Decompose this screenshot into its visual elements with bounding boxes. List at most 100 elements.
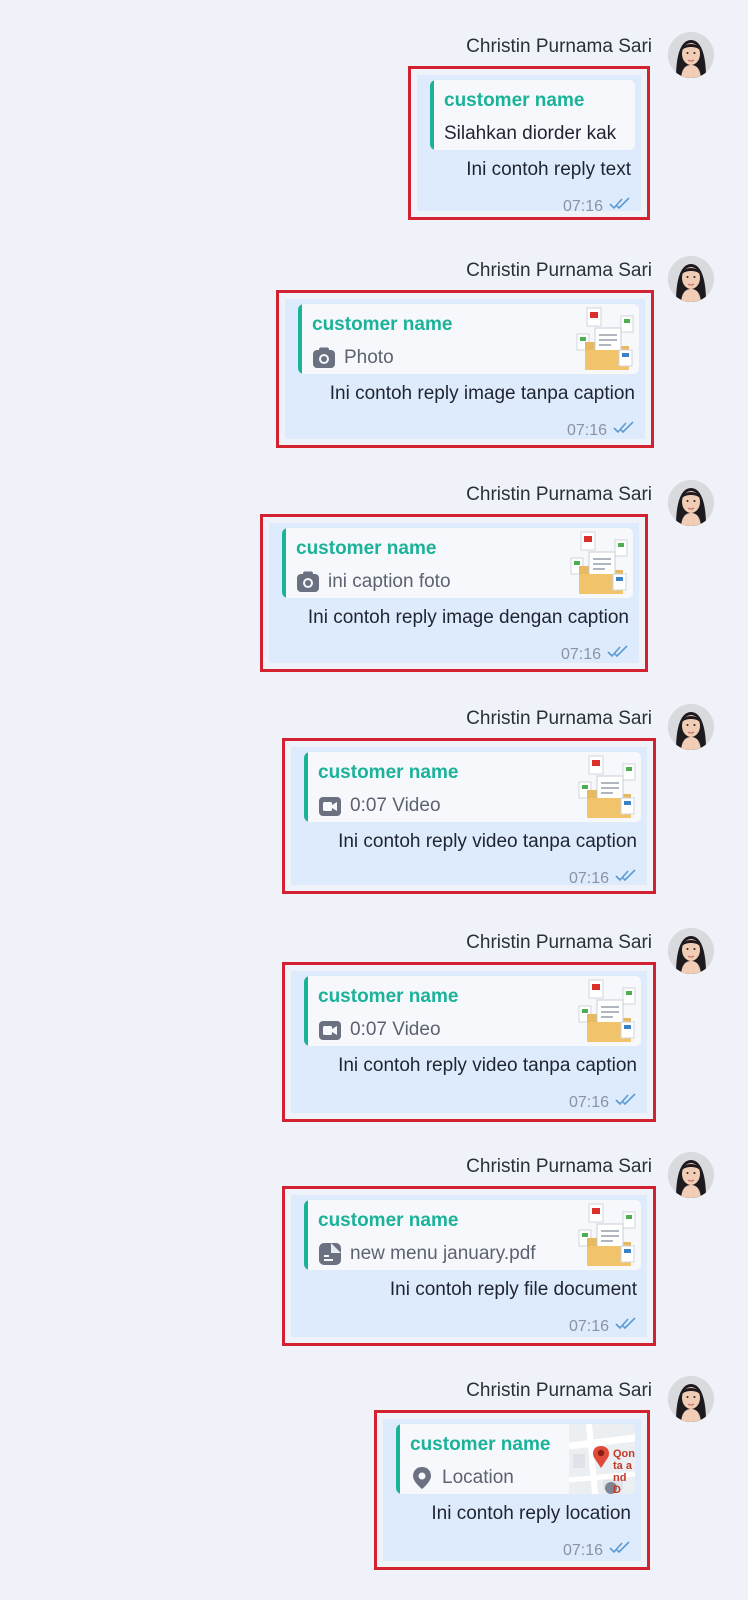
sender-name: Christin Purnama Sari bbox=[466, 708, 652, 729]
quoted-text-label: ini caption foto bbox=[328, 571, 451, 592]
document-folder-thumbnail[interactable] bbox=[575, 752, 641, 822]
message-time: 07:16 bbox=[566, 421, 607, 439]
avatar[interactable] bbox=[668, 32, 714, 78]
double-check-icon bbox=[615, 1093, 637, 1112]
message-meta: 07:16 bbox=[563, 1541, 631, 1560]
map-thumbnail-image bbox=[568, 1424, 635, 1494]
quoted-sender-name: customer name bbox=[444, 90, 585, 111]
quoted-message[interactable]: customer name 0:07 Video bbox=[304, 976, 641, 1046]
message-bubble[interactable]: customer name 0:07 Video Ini contoh repl… bbox=[291, 747, 647, 888]
location-pin-icon bbox=[410, 1466, 434, 1490]
quoted-media-line: Photo bbox=[312, 346, 394, 370]
camera-icon bbox=[312, 346, 336, 370]
quoted-text-label: Photo bbox=[344, 347, 394, 368]
avatar[interactable] bbox=[668, 1152, 714, 1198]
message-row: Christin Purnama Sari customer name new … bbox=[0, 1152, 748, 1366]
document-folder-thumbnail[interactable] bbox=[575, 1200, 641, 1270]
sender-name: Christin Purnama Sari bbox=[466, 1156, 652, 1177]
quoted-message[interactable]: customer name Photo bbox=[298, 304, 639, 374]
quoted-sender-name: customer name bbox=[410, 1434, 551, 1455]
quoted-sender-name: customer name bbox=[312, 314, 453, 335]
reply-text: Ini contoh reply image tanpa caption bbox=[329, 383, 635, 404]
message-meta: 07:16 bbox=[569, 869, 637, 888]
double-check-icon bbox=[615, 869, 637, 888]
quoted-message[interactable]: customer name 0:07 Video bbox=[304, 752, 641, 822]
double-check-icon bbox=[609, 1541, 631, 1560]
highlight-frame: customer name Photo Ini contoh reply ima… bbox=[276, 290, 654, 448]
quoted-media-line: new menu january.pdf bbox=[318, 1242, 536, 1266]
quoted-sender-name: customer name bbox=[318, 1210, 459, 1231]
highlight-frame: customer name ini caption foto Ini conto… bbox=[260, 514, 648, 672]
video-icon bbox=[318, 794, 342, 818]
quoted-media-line: ini caption foto bbox=[296, 570, 451, 594]
message-bubble[interactable]: customer name 0:07 Video Ini contoh repl… bbox=[291, 971, 647, 1113]
message-time: 07:16 bbox=[562, 197, 603, 215]
highlight-frame: customer name Silahkan diorder kak Ini c… bbox=[408, 66, 650, 220]
message-time: 07:16 bbox=[562, 1541, 603, 1559]
message-bubble[interactable]: customer name ini caption foto Ini conto… bbox=[269, 523, 639, 663]
map-place-label: Qonta and D bbox=[613, 1448, 635, 1494]
video-icon bbox=[318, 1018, 342, 1042]
message-meta: 07:16 bbox=[569, 1093, 637, 1112]
quoted-message[interactable]: customer name new menu january.pdf bbox=[304, 1200, 641, 1270]
message-time: 07:16 bbox=[568, 1317, 609, 1335]
quoted-media-line: 0:07 Video bbox=[318, 794, 441, 818]
quoted-message[interactable]: customer name ini caption foto bbox=[282, 528, 633, 598]
quote-accent-bar bbox=[282, 528, 286, 598]
message-row: Christin Purnama Sari customer name 0:07… bbox=[0, 928, 748, 1142]
avatar[interactable] bbox=[668, 928, 714, 974]
avatar[interactable] bbox=[668, 1376, 714, 1422]
quoted-text: Silahkan diorder kak bbox=[444, 122, 616, 146]
message-time: 07:16 bbox=[568, 1093, 609, 1111]
sender-name: Christin Purnama Sari bbox=[466, 1380, 652, 1401]
quoted-message[interactable]: customer name Location bbox=[396, 1424, 635, 1494]
highlight-frame: customer name 0:07 Video Ini contoh repl… bbox=[282, 738, 656, 894]
quoted-sender-name: customer name bbox=[318, 762, 459, 783]
quote-accent-bar bbox=[430, 80, 434, 150]
message-time: 07:16 bbox=[568, 869, 609, 887]
message-bubble[interactable]: customer name Location bbox=[383, 1419, 641, 1561]
quoted-text-label: 0:07 Video bbox=[350, 795, 441, 816]
reply-text: Ini contoh reply video tanpa caption bbox=[338, 1055, 637, 1076]
highlight-frame: customer name Location bbox=[374, 1410, 650, 1570]
quote-accent-bar bbox=[298, 304, 302, 374]
message-bubble[interactable]: customer name Photo Ini contoh reply ima… bbox=[285, 299, 645, 439]
reply-text: Ini contoh reply video tanpa caption bbox=[338, 831, 637, 852]
quote-accent-bar bbox=[396, 1424, 400, 1494]
double-check-icon bbox=[607, 645, 629, 664]
document-folder-thumbnail[interactable] bbox=[573, 304, 639, 374]
quoted-text-label: Silahkan diorder kak bbox=[444, 123, 617, 144]
reply-text: Ini contoh reply image dengan caption bbox=[307, 607, 629, 628]
message-bubble[interactable]: customer name Silahkan diorder kak Ini c… bbox=[417, 75, 641, 215]
sender-name: Christin Purnama Sari bbox=[466, 260, 652, 281]
highlight-frame: customer name 0:07 Video Ini contoh repl… bbox=[282, 962, 656, 1122]
message-row: Christin Purnama Sari customer name Phot… bbox=[0, 256, 748, 470]
quote-accent-bar bbox=[304, 976, 308, 1046]
reply-text: Ini contoh reply location bbox=[431, 1503, 631, 1524]
document-icon bbox=[318, 1242, 342, 1266]
map-thumbnail[interactable]: Qonta and D bbox=[568, 1424, 635, 1494]
avatar[interactable] bbox=[668, 256, 714, 302]
sender-name: Christin Purnama Sari bbox=[466, 932, 652, 953]
double-check-icon bbox=[609, 197, 631, 216]
avatar[interactable] bbox=[668, 480, 714, 526]
document-folder-thumbnail[interactable] bbox=[575, 976, 641, 1046]
message-row: Christin Purnama Sari customer name ini … bbox=[0, 480, 748, 694]
sender-name: Christin Purnama Sari bbox=[466, 36, 652, 57]
quoted-text-label: Location bbox=[442, 1467, 514, 1488]
message-bubble[interactable]: customer name new menu january.pdf Ini c… bbox=[291, 1195, 647, 1337]
document-folder-thumbnail[interactable] bbox=[567, 528, 633, 598]
camera-icon bbox=[296, 570, 320, 594]
quoted-media-line: Location bbox=[410, 1466, 514, 1490]
quote-accent-bar bbox=[304, 1200, 308, 1270]
double-check-icon bbox=[615, 1317, 637, 1336]
quote-accent-bar bbox=[304, 752, 308, 822]
message-row: Christin Purnama Sari customer name Sila… bbox=[0, 32, 748, 246]
quoted-sender-name: customer name bbox=[296, 538, 437, 559]
quoted-text-label: 0:07 Video bbox=[350, 1019, 441, 1040]
quoted-text-label: new menu january.pdf bbox=[350, 1243, 536, 1264]
sender-name: Christin Purnama Sari bbox=[466, 484, 652, 505]
message-meta: 07:16 bbox=[563, 197, 631, 216]
avatar[interactable] bbox=[668, 704, 714, 750]
quoted-message[interactable]: customer name Silahkan diorder kak bbox=[430, 80, 635, 150]
